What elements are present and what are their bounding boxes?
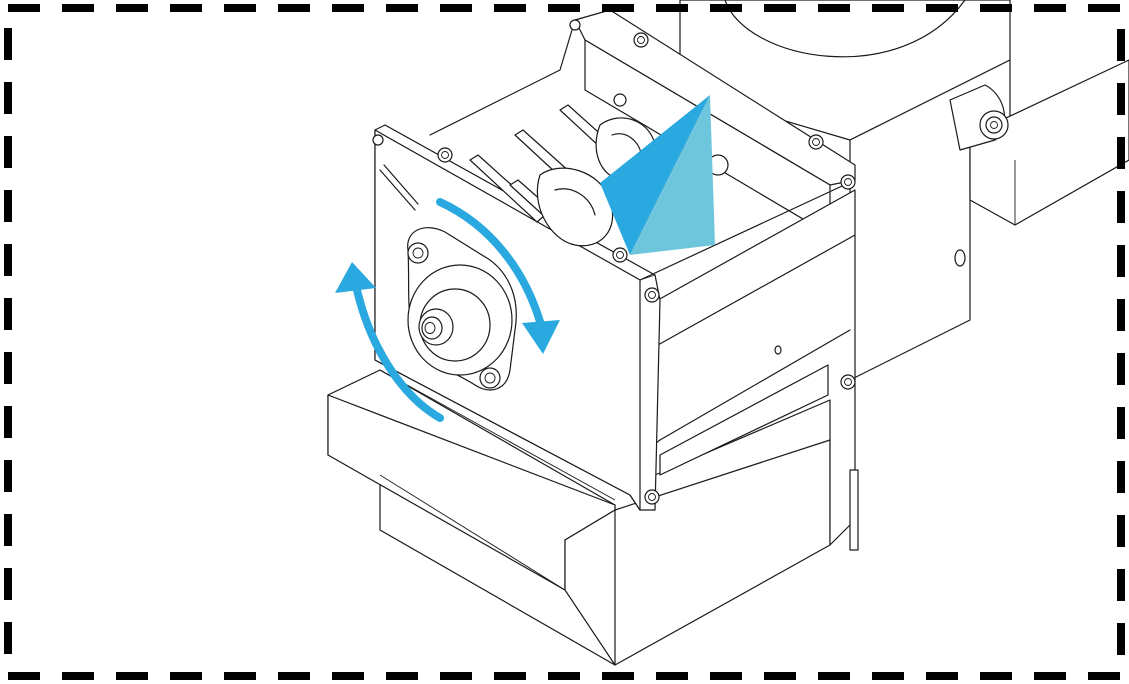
side-frame	[629, 189, 859, 551]
side-bracket	[849, 469, 859, 551]
plate-top-edge	[639, 179, 856, 281]
collection-bin	[327, 369, 831, 666]
knob-bolt	[479, 367, 501, 389]
rotate-down-arrow-icon	[436, 198, 560, 354]
shaft-boss	[949, 84, 1009, 151]
knob-bolt	[407, 242, 429, 264]
pointer-cone-icon	[600, 95, 715, 255]
dashed-frame	[4, 4, 1125, 680]
rotate-up-arrow-icon	[335, 262, 444, 422]
hopper-edge	[429, 19, 576, 136]
mount-hole	[954, 249, 966, 267]
plate-bolts	[372, 19, 856, 505]
rotary-knob[interactable]	[407, 227, 517, 391]
cutter-blades	[469, 93, 729, 247]
